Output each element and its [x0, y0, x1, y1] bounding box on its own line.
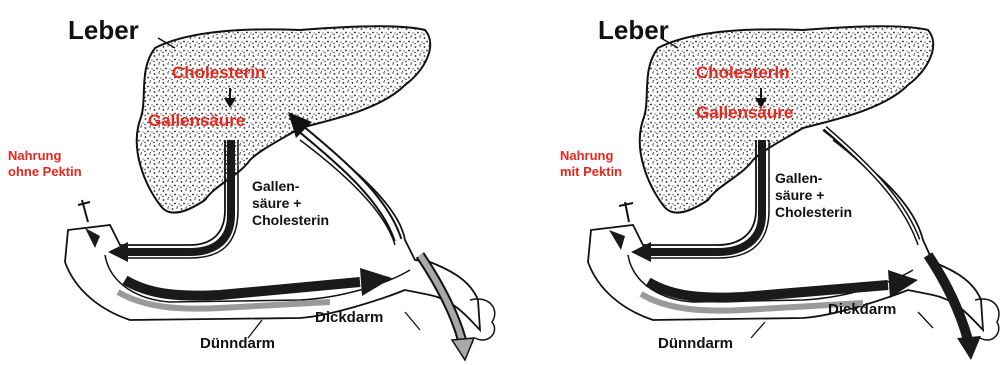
bile-flow-arrowhead [108, 242, 128, 262]
bile-flow-arrowhead [631, 242, 651, 262]
label-nahrung-line2: ohne Pektin [8, 164, 82, 179]
digestive-diagram [0, 0, 500, 365]
colon-cloud [470, 299, 495, 340]
label-nahrung-line1: Nahrung [560, 148, 613, 163]
diagram-panel-with-pectin: Leber Cholesterin Gallensäure Nahrung mi… [503, 0, 1003, 365]
label-duenndarm: Dünndarm [200, 336, 275, 353]
label-bile-line3: Cholesterin [775, 204, 852, 220]
duenndarm-pointer [751, 322, 765, 338]
dickdarm-pointer [918, 312, 933, 328]
food-arrowhead [85, 228, 100, 248]
label-bile-line2: säure + [252, 195, 301, 211]
excretion-arrowhead [957, 336, 981, 360]
label-duenndarm: Dünndarm [658, 336, 733, 353]
excretion-arrowhead [452, 338, 474, 360]
label-bile-line1: Gallen- [252, 178, 299, 194]
diagram-panel-without-pectin: Leber Cholesterin Gallensäure Nahrung oh… [0, 0, 500, 365]
digestive-diagram [503, 0, 1003, 365]
label-bile-line3: Cholesterin [252, 212, 329, 228]
intestine-flow-arrowhead [888, 270, 918, 298]
label-bile: Gallen- säure + Cholesterin [252, 178, 329, 228]
food-arrowhead [609, 230, 625, 250]
label-gallensaeure: Gallensäure [696, 104, 793, 123]
label-nahrung: Nahrung ohne Pektin [8, 148, 82, 181]
title-leber: Leber [68, 16, 139, 45]
label-bile-line1: Gallen- [775, 170, 822, 186]
food-inlet-icon [78, 200, 90, 222]
label-cholesterin: Cholesterin [696, 64, 790, 83]
colon-cloud [975, 299, 999, 340]
intestine-flow-arrowhead [360, 268, 392, 296]
label-nahrung-line1: Nahrung [8, 148, 61, 163]
intestine-flow-arrow [125, 280, 360, 296]
label-nahrung-line2: mit Pektin [560, 164, 622, 179]
label-gallensaeure: Gallensäure [148, 112, 245, 131]
dickdarm-pointer [405, 312, 420, 330]
label-nahrung: Nahrung mit Pektin [560, 148, 622, 181]
label-dickdarm: Dickdarm [315, 310, 383, 327]
title-leber: Leber [598, 16, 669, 45]
intestine-flow-arrow [648, 282, 888, 298]
label-bile-line2: säure + [775, 187, 824, 203]
food-inlet-icon [619, 202, 633, 222]
label-cholesterin: Cholesterin [172, 64, 266, 83]
label-dickdarm: Dickdarm [828, 302, 896, 319]
label-bile: Gallen- säure + Cholesterin [775, 170, 852, 220]
